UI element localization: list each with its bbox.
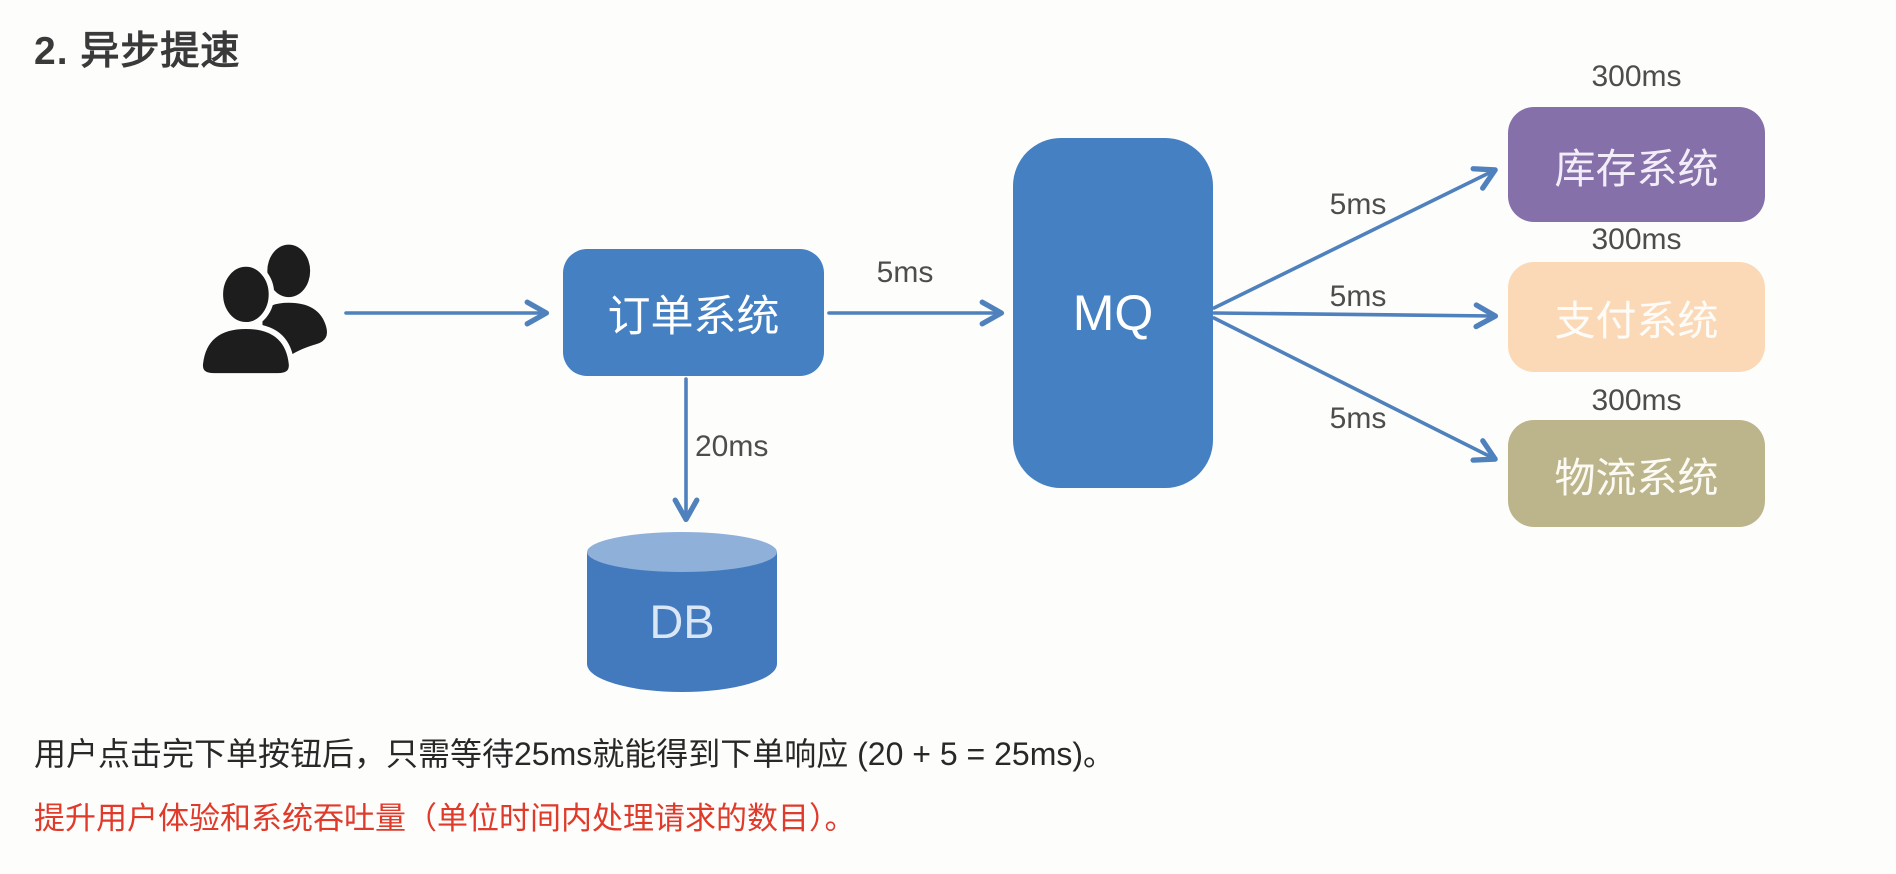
logistics-system-label: 物流系统: [1554, 454, 1719, 501]
back-person-silhouette: [262, 244, 327, 360]
node-db: DB: [587, 532, 777, 704]
edge-label-order-to-db: 20ms: [695, 430, 769, 463]
edge-label-mq-to-logistics: 5ms: [1329, 402, 1387, 435]
payment-system-label: 支付系统: [1554, 298, 1719, 344]
node-inventory-system: 库存系统: [1508, 107, 1765, 222]
db-cylinder-body: [587, 552, 777, 692]
note-line-2: 提升用户体验和系统吞吐量（单位时间内处理请求的数目）。: [34, 801, 856, 836]
time-label-inventory: 300ms: [1591, 60, 1682, 93]
page-title: 2. 异步提速: [34, 30, 241, 73]
db-cylinder-top: [587, 532, 777, 572]
arrow-mq-to-logistics: [1212, 316, 1498, 463]
node-logistics-system: 物流系统: [1508, 420, 1765, 527]
edge-label-mq-to-payment: 5ms: [1329, 280, 1387, 313]
node-payment-system: 支付系统: [1508, 262, 1765, 372]
time-label-logistics: 300ms: [1591, 384, 1682, 417]
order-system-label: 订单系统: [607, 292, 780, 341]
node-mq: MQ: [1013, 138, 1213, 488]
users-icon: [192, 236, 344, 386]
edge-label-mq-to-inventory: 5ms: [1329, 188, 1387, 221]
edge-label-order-to-mq: 5ms: [876, 256, 934, 289]
time-label-payment: 300ms: [1591, 223, 1682, 256]
db-label: DB: [649, 595, 715, 648]
front-person-silhouette: [197, 261, 295, 379]
node-order-system: 订单系统: [563, 249, 824, 376]
mq-label: MQ: [1072, 285, 1154, 341]
inventory-system-label: 库存系统: [1554, 145, 1719, 192]
note-line-1: 用户点击完下单按钮后，只需等待25ms就能得到下单响应 (20 + 5 = 25…: [34, 736, 1116, 772]
